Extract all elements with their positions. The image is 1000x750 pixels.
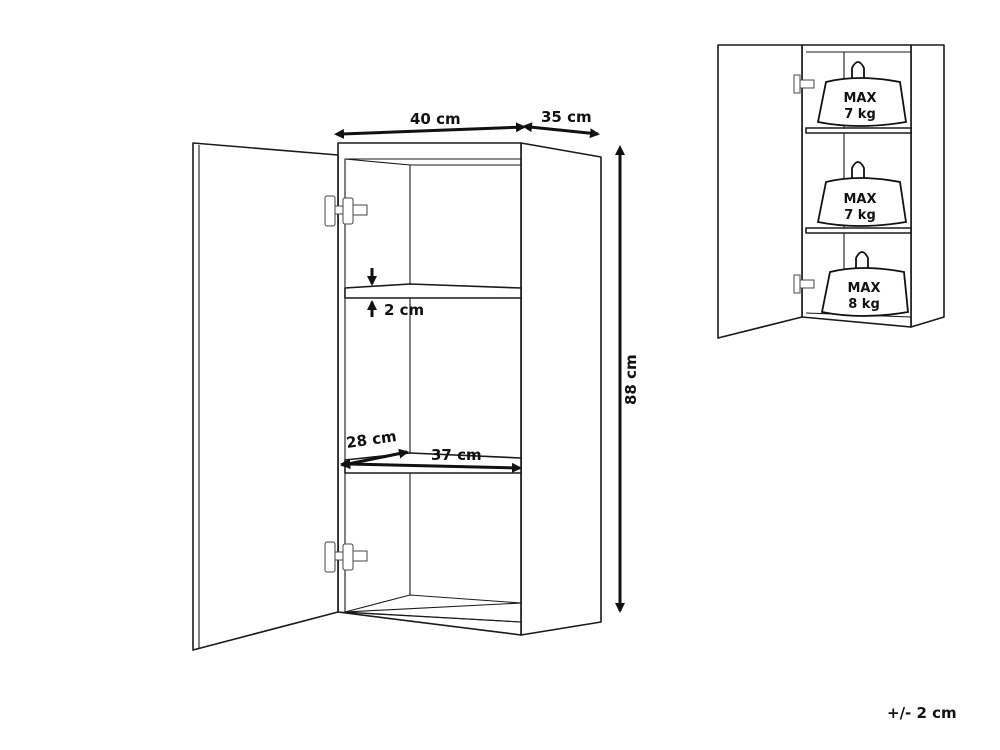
svg-text:MAX: MAX: [843, 91, 876, 106]
svg-text:MAX: MAX: [843, 192, 876, 207]
hinge-icon: [793, 74, 815, 94]
cabinet-door: [192, 142, 339, 651]
hinge-icon: [324, 541, 368, 573]
svg-text:MAX: MAX: [847, 281, 880, 296]
svg-text:7 kg: 7 kg: [844, 208, 876, 223]
depth-dimension-arrow: [522, 122, 600, 139]
shelf-width-arrow: [340, 459, 522, 473]
weight-icon: MAX 8 kg: [820, 251, 909, 317]
hinge-icon: [324, 195, 368, 227]
load-cabinet-side: [910, 44, 945, 328]
width-label: 40 cm: [410, 110, 461, 128]
main-cabinet: [192, 142, 602, 651]
weight-icon: MAX 7 kg: [816, 61, 908, 127]
height-label: 88 cm: [622, 354, 640, 405]
load-shelf-1: [805, 127, 912, 134]
width-dimension-arrow: [334, 122, 526, 139]
shelf-thickness-label: 2 cm: [384, 301, 424, 319]
svg-text:8 kg: 8 kg: [848, 297, 880, 312]
load-shelf-2: [805, 227, 912, 234]
shelf-upper: [344, 283, 522, 299]
load-cabinet-door: [717, 44, 803, 339]
cabinet-side-panel: [520, 142, 602, 636]
svg-text:7 kg: 7 kg: [844, 107, 876, 122]
hinge-icon: [793, 274, 815, 294]
weight-icon: MAX 7 kg: [816, 161, 908, 227]
tolerance-label: +/- 2 cm: [887, 704, 957, 722]
shelf-width-label: 37 cm: [431, 446, 482, 464]
depth-label: 35 cm: [541, 108, 592, 126]
